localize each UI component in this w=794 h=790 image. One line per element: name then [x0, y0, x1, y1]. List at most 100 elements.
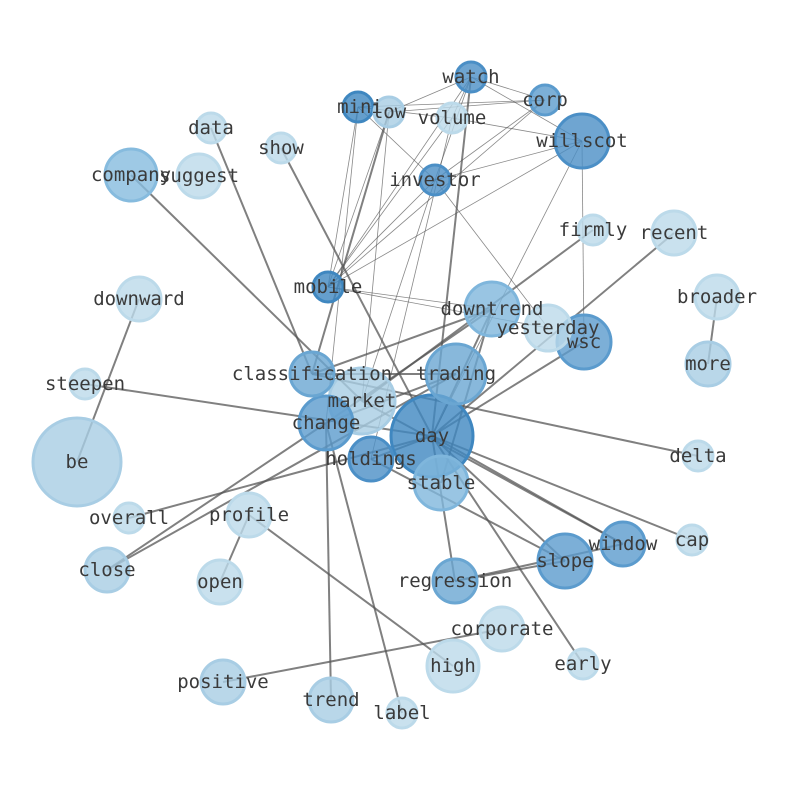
- edge-holdings-slope: [370, 458, 566, 562]
- edge-investor-yesterday: [434, 179, 549, 329]
- node-firmly: [576, 213, 610, 247]
- node-trend: [307, 676, 355, 724]
- node-overall: [112, 501, 146, 535]
- node-more: [684, 340, 732, 388]
- node-window: [599, 520, 647, 568]
- node-label-show: show: [258, 137, 304, 159]
- node-label-low: low: [372, 101, 407, 123]
- edge-change-trend: [325, 422, 332, 701]
- node-downtrend: [463, 280, 521, 338]
- node-label-stable: stable: [407, 472, 476, 494]
- node-label-company: company: [91, 164, 171, 186]
- edge-change-close: [106, 422, 327, 571]
- node-label-downward: downward: [93, 288, 185, 310]
- node-data: [194, 111, 228, 145]
- node-label-label: label: [373, 702, 430, 724]
- edge-change-label: [325, 422, 403, 714]
- node-label-window: window: [589, 533, 658, 555]
- node-change: [297, 394, 355, 452]
- node-downward: [115, 275, 163, 323]
- node-regression: [431, 557, 479, 605]
- node-label-early: early: [554, 653, 611, 675]
- node-label-high: high: [430, 655, 476, 677]
- node-open: [196, 558, 244, 606]
- node-label-more: more: [685, 353, 731, 375]
- node-label-open: open: [197, 571, 243, 593]
- node-label-holdings: holdings: [325, 448, 417, 470]
- node-label-recent: recent: [640, 222, 709, 244]
- node-cap: [675, 523, 709, 557]
- node-low: [372, 95, 406, 129]
- node-profile: [225, 491, 273, 539]
- node-positive: [199, 658, 247, 706]
- node-corporate: [478, 605, 526, 653]
- node-yesterday: [523, 303, 573, 353]
- node-show: [264, 131, 298, 165]
- edge-profile-high: [248, 514, 454, 667]
- node-label-corp: corp: [522, 89, 568, 111]
- node-be: [31, 416, 123, 508]
- node-label-data: data: [188, 117, 234, 139]
- node-label-slope: slope: [536, 550, 593, 572]
- edge-mini-mobile: [327, 106, 359, 288]
- node-label-downtrend: downtrend: [441, 298, 544, 320]
- node-label-market: market: [328, 390, 397, 412]
- node-label-suggest: suggest: [159, 165, 239, 187]
- node-label-close: close: [78, 559, 135, 581]
- node-label-overall: overall: [89, 507, 169, 529]
- node-label-profile: profile: [209, 504, 289, 526]
- edge-investor-mobile: [327, 179, 436, 288]
- node-label-investor: investor: [389, 169, 481, 191]
- node-label-positive: positive: [177, 671, 269, 693]
- node-label-cap: cap: [675, 529, 709, 551]
- node-watch: [454, 60, 488, 94]
- node-label-broader: broader: [677, 286, 757, 308]
- node-trading: [424, 342, 488, 406]
- node-label-regression: regression: [398, 570, 512, 592]
- edge-mini-investor: [357, 106, 436, 181]
- node-recent: [650, 209, 698, 257]
- node-label-be: be: [66, 451, 89, 473]
- node-label-delta: delta: [669, 445, 726, 467]
- edge-trading-close: [106, 373, 457, 571]
- node-steepen: [68, 367, 102, 401]
- node-label: [385, 696, 419, 730]
- node-label-trend: trend: [302, 689, 359, 711]
- edge-low-classification: [311, 111, 390, 375]
- node-willscot: [553, 112, 611, 170]
- edge-corporate-positive: [222, 628, 503, 683]
- node-holdings: [347, 435, 395, 483]
- node-label-yesterday: yesterday: [497, 317, 600, 339]
- node-broader: [693, 273, 741, 321]
- node-close: [83, 546, 131, 594]
- edge-volume-mobile: [327, 117, 453, 288]
- edge-show-day: [280, 147, 433, 437]
- node-classification: [288, 350, 336, 398]
- node-label-trading: trading: [416, 363, 496, 385]
- edge-data-classification: [210, 127, 313, 375]
- edge-classification-downtrend: [311, 308, 493, 375]
- graph-nodes: [31, 60, 741, 730]
- node-early: [566, 647, 600, 681]
- node-mobile: [311, 270, 345, 304]
- node-delta: [681, 439, 715, 473]
- node-stable: [412, 454, 470, 512]
- node-label-classification: classification: [232, 363, 392, 385]
- node-label-steepen: steepen: [45, 373, 125, 395]
- node-label-firmly: firmly: [559, 219, 628, 241]
- graph-labels: bedaymarkettradingdowntrendwillscotwscst…: [45, 66, 757, 724]
- node-company: [103, 147, 159, 203]
- node-slope: [536, 532, 594, 590]
- edge-day-cap: [431, 435, 693, 541]
- node-label-wsc: wsc: [567, 331, 601, 353]
- node-label-mini: mini: [337, 96, 383, 118]
- node-label-change: change: [292, 412, 361, 434]
- node-label-corporate: corporate: [451, 618, 554, 640]
- node-corp: [528, 83, 562, 117]
- node-suggest: [175, 152, 223, 200]
- edge-investor-market: [361, 179, 436, 402]
- node-label-volume: volume: [418, 107, 487, 129]
- node-label-mobile: mobile: [294, 276, 363, 298]
- node-label-watch: watch: [442, 66, 499, 88]
